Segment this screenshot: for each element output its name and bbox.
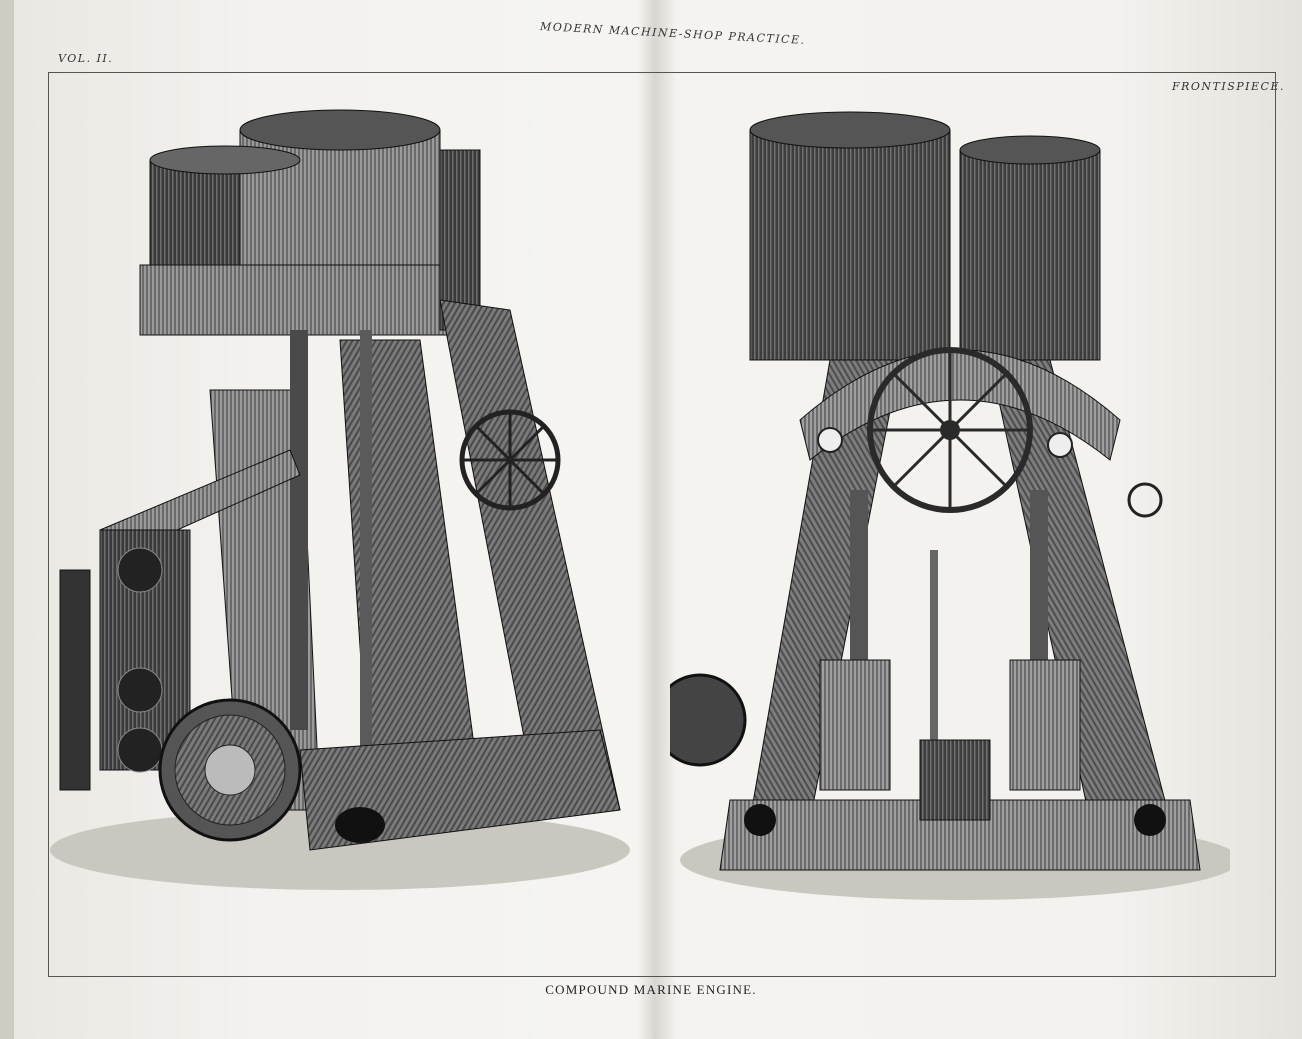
engine-side-view-engraving — [50, 109, 630, 890]
book-title: MODERN MACHINE-SHOP PRACTICE. — [539, 20, 806, 47]
plate-caption: COMPOUND MARINE ENGINE. — [545, 982, 757, 997]
page-edge — [0, 0, 14, 1039]
plate-label: FRONTISPIECE. — [1172, 80, 1285, 93]
volume-label: VOL. II. — [58, 52, 114, 65]
engine-front-view-engraving — [670, 111, 1230, 900]
